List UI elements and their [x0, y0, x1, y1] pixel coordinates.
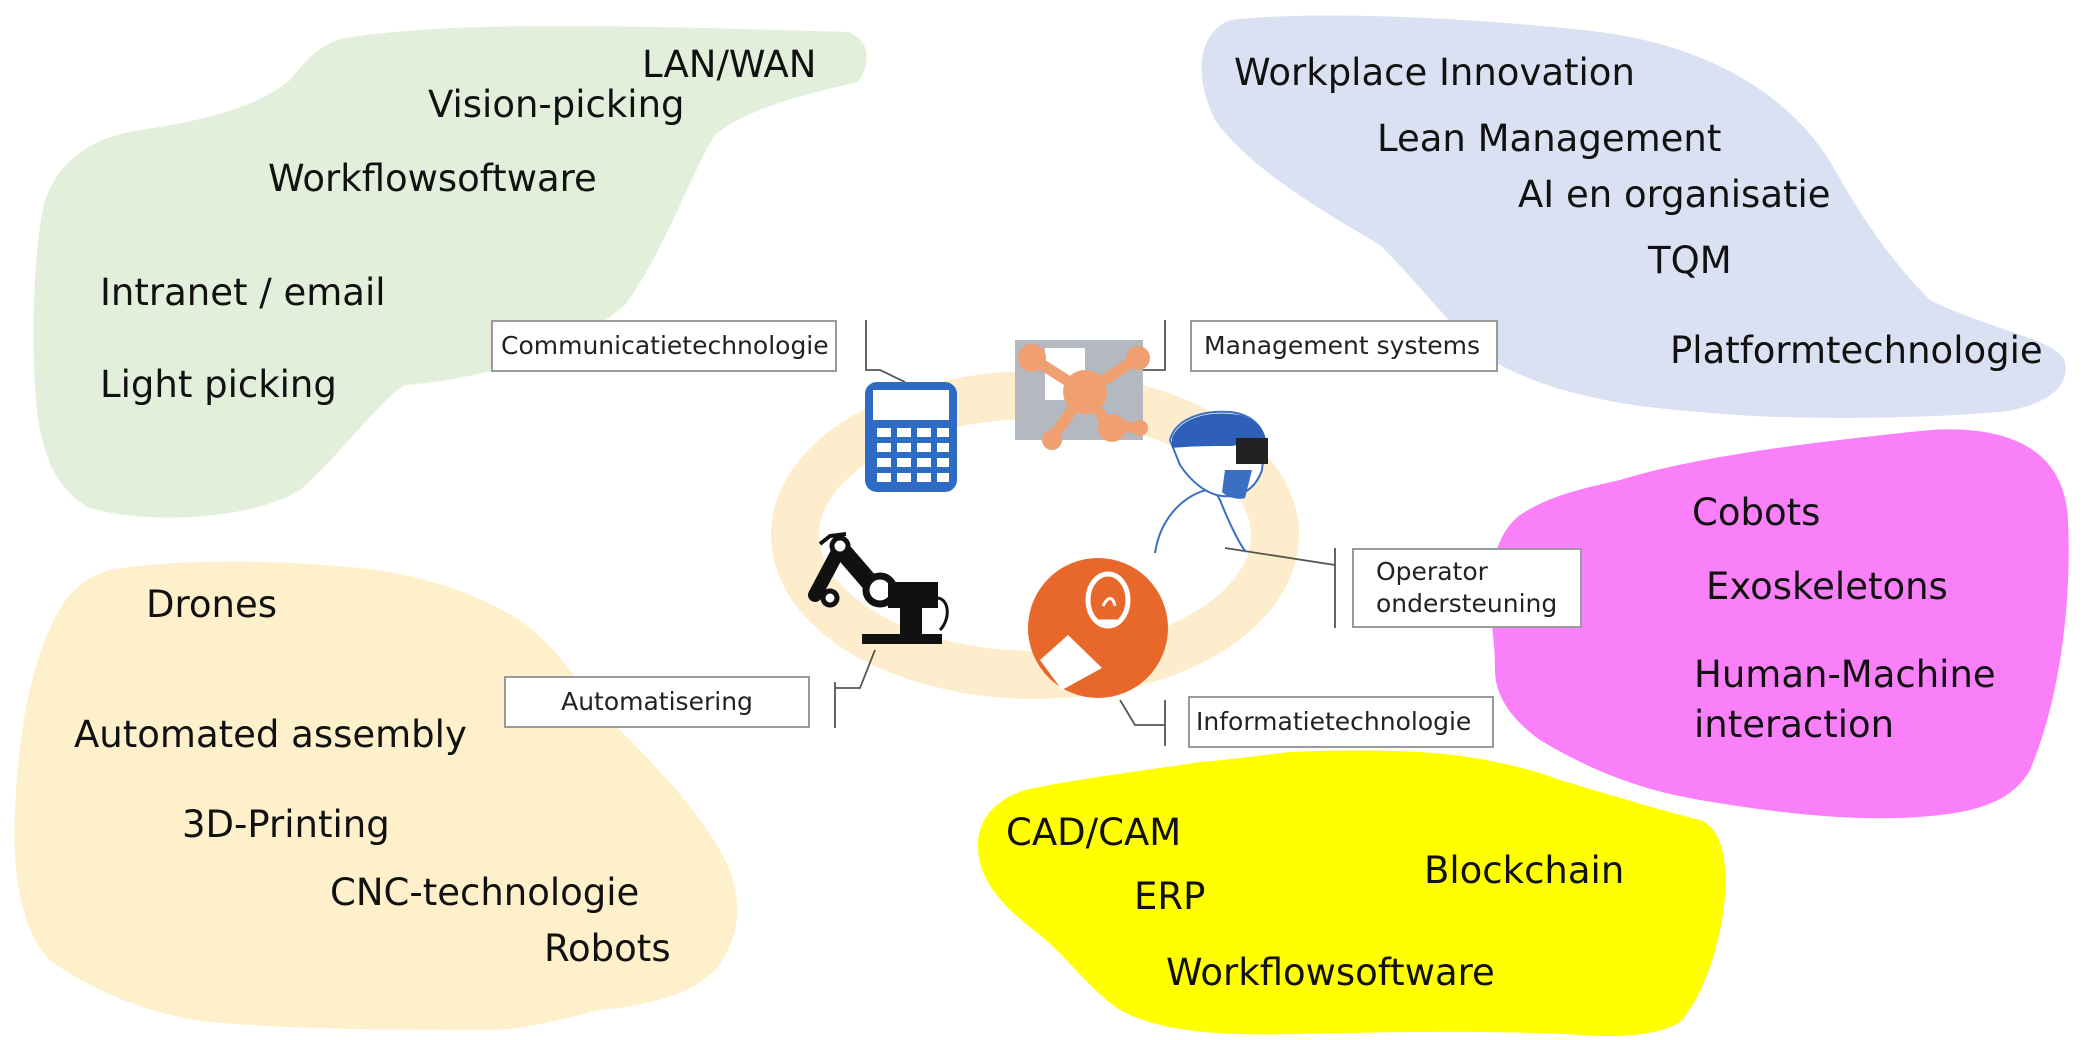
- ar-headset-operator-icon: [1154, 410, 1268, 554]
- term-workflowsoftware-it: Workflowsoftware: [1166, 951, 1495, 994]
- robot-arm-icon: [808, 532, 949, 644]
- communication-blob: [33, 26, 867, 518]
- term-tqm: TQM: [1648, 239, 1732, 282]
- connector-lines: [834, 320, 1336, 746]
- term-robots: Robots: [544, 927, 671, 970]
- lightbulb-idea-icon: [1028, 558, 1168, 698]
- term-blockchain: Blockchain: [1424, 849, 1625, 892]
- term-vision-picking: Vision-picking: [428, 83, 685, 126]
- term-human-machine: Human-Machine: [1694, 653, 1996, 696]
- operator-blob: [1490, 429, 2069, 819]
- term-lan-wan: LAN/WAN: [642, 43, 817, 86]
- calculator-icon: [865, 382, 957, 492]
- term-lean-management: Lean Management: [1377, 117, 1722, 160]
- category-informatietechnologie: Informatietechnologie: [1188, 696, 1494, 748]
- term-cnc-technologie: CNC-technologie: [330, 871, 640, 914]
- information-blob: [977, 750, 1726, 1037]
- term-workplace-innovation: Workplace Innovation: [1234, 51, 1635, 94]
- term-ai-en-organisatie: AI en organisatie: [1518, 173, 1831, 216]
- term-automated-assembly: Automated assembly: [74, 713, 467, 756]
- category-operator-line1: Operator: [1376, 556, 1488, 586]
- term-light-picking: Light picking: [100, 363, 337, 406]
- term-cobots: Cobots: [1692, 491, 1821, 534]
- term-workflowsoftware: Workflowsoftware: [268, 157, 597, 200]
- category-operator-ondersteuning: Operator ondersteuning: [1352, 548, 1582, 628]
- term-erp: ERP: [1134, 875, 1206, 918]
- category-communicatietechnologie: Communicatietechnologie: [491, 320, 837, 372]
- category-management-systems: Management systems: [1190, 320, 1498, 372]
- term-platformtechnologie: Platformtechnologie: [1670, 329, 2043, 372]
- term-intranet-email: Intranet / email: [100, 271, 386, 314]
- term-3d-printing: 3D-Printing: [182, 803, 390, 846]
- term-drones: Drones: [146, 583, 278, 626]
- term-exoskeletons: Exoskeletons: [1706, 565, 1948, 608]
- management-blob: [1201, 15, 2066, 418]
- term-interaction: interaction: [1694, 703, 1895, 746]
- category-operator-line2: ondersteuning: [1376, 589, 1558, 618]
- category-automatisering: Automatisering: [504, 676, 810, 728]
- network-cost-icon: [1015, 340, 1150, 450]
- term-cad-cam: CAD/CAM: [1006, 811, 1182, 854]
